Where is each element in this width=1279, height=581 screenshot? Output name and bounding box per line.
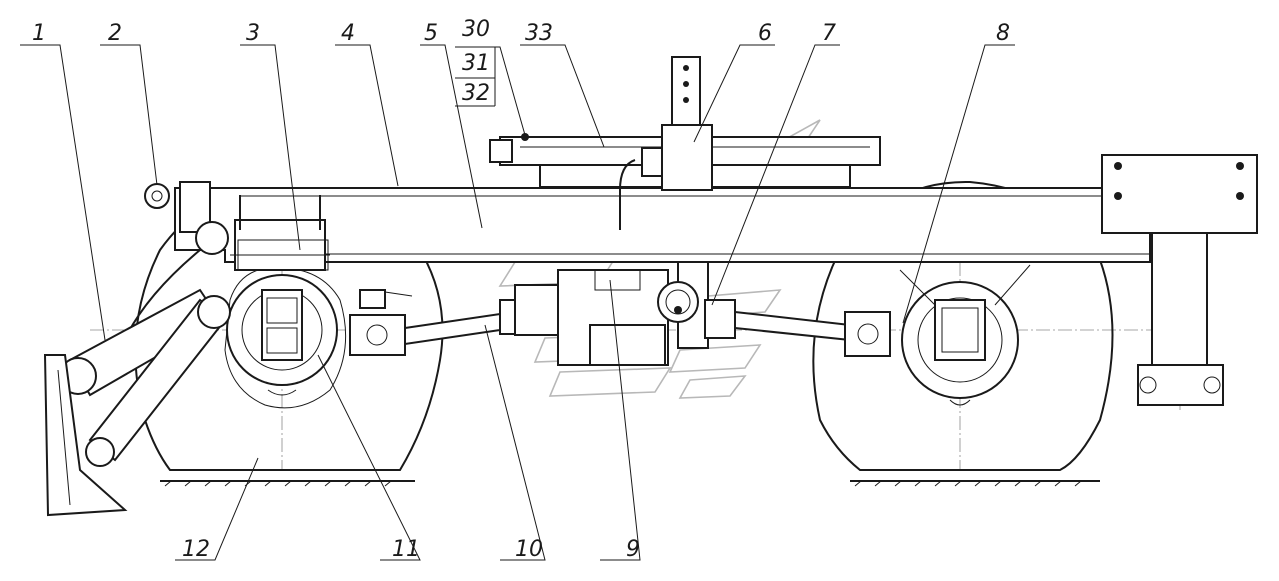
rear-bracket (1101, 154, 1258, 406)
callout-33: 33 (525, 21, 553, 46)
callout-12: 12 (182, 537, 210, 562)
callout-1: 1 (32, 21, 46, 46)
callout-31: 31 (462, 51, 490, 76)
leader-lines (20, 44, 1015, 561)
callout-30: 30 (462, 17, 490, 42)
callout-4: 4 (341, 21, 355, 46)
hitch-assembly (43, 181, 413, 517)
callout-9: 9 (626, 537, 640, 562)
mast-assembly (619, 56, 713, 230)
callout-2: 2 (108, 21, 122, 46)
callout-10: 10 (515, 537, 543, 562)
callout-3: 3 (246, 21, 260, 46)
callout-6: 6 (758, 21, 772, 46)
ground-lines (160, 480, 1100, 487)
transfer-case (514, 261, 709, 366)
callout-5: 5 (424, 21, 438, 46)
callout-7: 7 (822, 21, 836, 46)
gauge-valve (657, 281, 699, 323)
front-wheel (812, 180, 1114, 471)
callout-11: 11 (392, 537, 420, 562)
callout-32: 32 (462, 81, 490, 106)
callout-labels: 1 2 3 4 5 30 31 32 33 6 7 8 9 10 11 12 (32, 17, 1010, 562)
callout-8: 8 (996, 21, 1010, 46)
drive-shaft-right (704, 299, 891, 357)
